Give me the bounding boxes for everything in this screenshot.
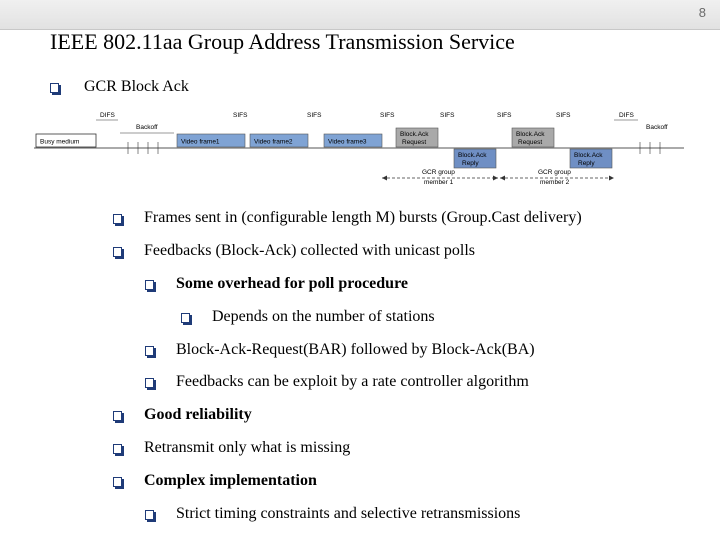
- backoff-slots-2: [639, 142, 661, 154]
- difs-label-1: DIFS: [100, 112, 115, 119]
- gcr-member2-label-a: GCR group: [538, 169, 571, 176]
- bullet-text: Depends on the number of stations: [212, 308, 435, 325]
- checkbox-bullet-icon: [145, 510, 154, 520]
- busy-medium-box: [35, 133, 97, 148]
- block-ack-request-box-2: [511, 127, 555, 148]
- reply1-label-b: Reply: [462, 160, 479, 167]
- backoff-label-1: Backoff: [136, 124, 158, 131]
- checkbox-bullet-icon: [145, 346, 154, 356]
- checkbox-bullet-icon: [181, 313, 190, 323]
- busy-medium-label: Busy medium: [40, 139, 79, 146]
- sifs-label-4: SIFS: [440, 112, 455, 119]
- bullet-text: Good reliability: [144, 406, 252, 423]
- sifs-label-2: SIFS: [307, 112, 322, 119]
- checkbox-bullet-icon: [113, 247, 122, 257]
- sifs-label-1: SIFS: [233, 112, 248, 119]
- gcr-block-ack-timing-diagram: Busy medium DIFS Backoff Video frame1 SI…: [34, 112, 684, 186]
- video-frame1-label: Video frame1: [181, 139, 220, 146]
- video-frame3-label: Video frame3: [328, 139, 367, 146]
- block-ack-request-box-1: [395, 127, 439, 148]
- bullet-text: Some overhead for poll procedure: [176, 275, 408, 292]
- bullet-text: Feedbacks can be exploit by a rate contr…: [176, 373, 529, 390]
- video-frame2-label: Video frame2: [254, 139, 293, 146]
- video-frame2-box: [249, 133, 309, 148]
- checkbox-bullet-icon: [50, 83, 59, 93]
- gcr-member1-label-a: GCR group: [422, 169, 455, 176]
- sifs-label-6: SIFS: [556, 112, 571, 119]
- request2-label-a: Block.Ack: [516, 131, 545, 138]
- checkbox-bullet-icon: [113, 444, 122, 454]
- checkbox-bullet-icon: [113, 214, 122, 224]
- bullet-text: Feedbacks (Block-Ack) collected with uni…: [144, 242, 476, 259]
- block-ack-reply-box-1: [453, 148, 497, 169]
- request1-label-b: Request: [402, 139, 426, 146]
- block-ack-reply-box-2: [569, 148, 613, 169]
- bullet-text: Retransmit only what is missing: [144, 439, 351, 456]
- checkbox-bullet-icon: [145, 280, 154, 290]
- bullet-text: Strict timing constraints and selective …: [176, 505, 521, 522]
- reply2-label-b: Reply: [578, 160, 595, 167]
- video-frame3-box: [323, 133, 383, 148]
- checkbox-bullet-icon: [113, 477, 122, 487]
- page-number: 8: [698, 5, 706, 20]
- bullet-text: Complex implementation: [144, 472, 317, 489]
- sifs-label-5: SIFS: [497, 112, 512, 119]
- reply2-label-a: Block.Ack: [574, 152, 603, 159]
- slide-title: IEEE 802.11aa Group Address Transmission…: [50, 29, 515, 54]
- sifs-label-3: SIFS: [380, 112, 395, 119]
- gcr-member1-label-b: member 1: [424, 179, 454, 186]
- top-bar: 8: [0, 0, 720, 30]
- checkbox-bullet-icon: [145, 378, 154, 388]
- request2-label-b: Request: [518, 139, 542, 146]
- gcr-member2-label-b: member 2: [540, 179, 570, 186]
- difs-label-2: DIFS: [619, 112, 634, 119]
- backoff-slots-1: [127, 142, 159, 154]
- bullet-text: Frames sent in (configurable length M) b…: [144, 209, 582, 226]
- heading-text: GCR Block Ack: [84, 78, 189, 95]
- video-frame1-box: [176, 133, 246, 148]
- reply1-label-a: Block.Ack: [458, 152, 487, 159]
- checkbox-bullet-icon: [113, 411, 122, 421]
- bullet-text: Block-Ack-Request(BAR) followed by Block…: [176, 341, 535, 358]
- backoff-label-2: Backoff: [646, 124, 668, 131]
- request1-label-a: Block.Ack: [400, 131, 429, 138]
